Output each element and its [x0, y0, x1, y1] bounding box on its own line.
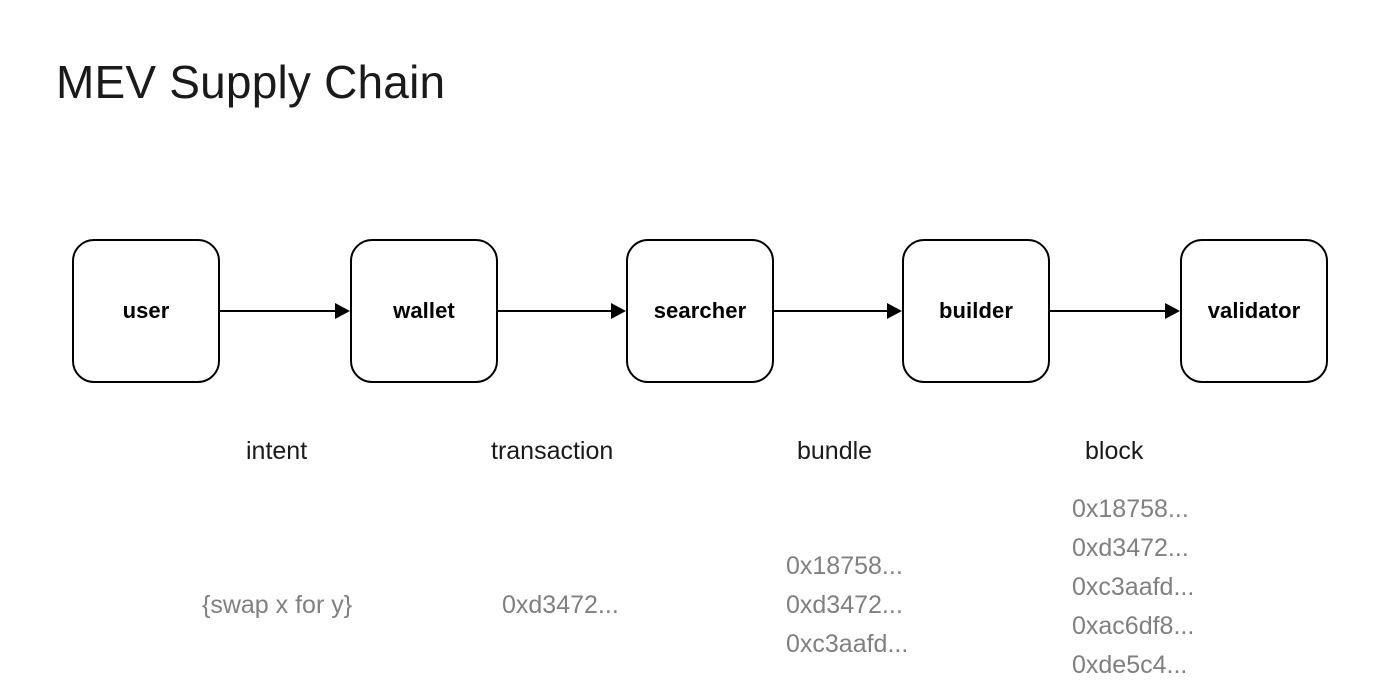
- arrow-wallet-to-searcher-icon: [498, 302, 626, 320]
- payload-line: 0xd3472...: [786, 591, 903, 619]
- arrow-user-to-wallet-icon: [220, 302, 350, 320]
- edge-label-bundle: bundle: [797, 437, 873, 465]
- supply-chain-flow: user wallet searcher builder validator: [0, 239, 1400, 383]
- arrow-line: [774, 310, 887, 312]
- node-label: validator: [1207, 298, 1301, 323]
- node-label: searcher: [653, 298, 747, 323]
- arrow-head: [335, 303, 350, 319]
- arrow-head: [1165, 303, 1180, 319]
- node-searcher[interactable]: searcher: [626, 239, 774, 383]
- payload-line: 0xc3aafd...: [786, 630, 909, 658]
- arrow-line: [1050, 310, 1165, 312]
- page-title: MEV Supply Chain: [56, 56, 446, 108]
- node-label: user: [122, 298, 170, 323]
- edge-label-transaction: transaction: [491, 437, 614, 465]
- node-label: builder: [938, 298, 1014, 323]
- arrow-builder-to-validator-icon: [1050, 302, 1180, 320]
- node-builder[interactable]: builder: [902, 239, 1050, 383]
- payload-bundle: 0x18758... 0xd3472... 0xc3aafd...: [786, 547, 908, 664]
- node-wallet[interactable]: wallet: [350, 239, 498, 383]
- edge-label-block: block: [1085, 437, 1144, 465]
- payload-line: 0xc3aafd...: [1072, 573, 1195, 601]
- payload-line: 0xd3472...: [1072, 534, 1189, 562]
- node-label: wallet: [393, 298, 455, 323]
- payload-line: 0x18758...: [1072, 495, 1189, 523]
- payload-block: 0x18758... 0xd3472... 0xc3aafd... 0xac6df8.…: [1072, 490, 1194, 685]
- arrow-searcher-to-builder-icon: [774, 302, 902, 320]
- payload-line: 0xd3472...: [502, 591, 619, 619]
- arrow-line: [498, 310, 611, 312]
- node-user[interactable]: user: [72, 239, 220, 383]
- arrow-line: [220, 310, 335, 312]
- payload-line: 0x18758...: [786, 552, 903, 580]
- arrow-head: [611, 303, 626, 319]
- payload-line: 0xde5c4...: [1072, 651, 1188, 679]
- arrow-head: [887, 303, 902, 319]
- payload-line: {swap x for y}: [202, 591, 353, 619]
- payload-transaction: 0xd3472...: [502, 586, 619, 625]
- payload-intent: {swap x for y}: [202, 586, 352, 625]
- edge-label-intent: intent: [246, 437, 308, 465]
- payload-line: 0xac6df8...: [1072, 612, 1195, 640]
- node-validator[interactable]: validator: [1180, 239, 1328, 383]
